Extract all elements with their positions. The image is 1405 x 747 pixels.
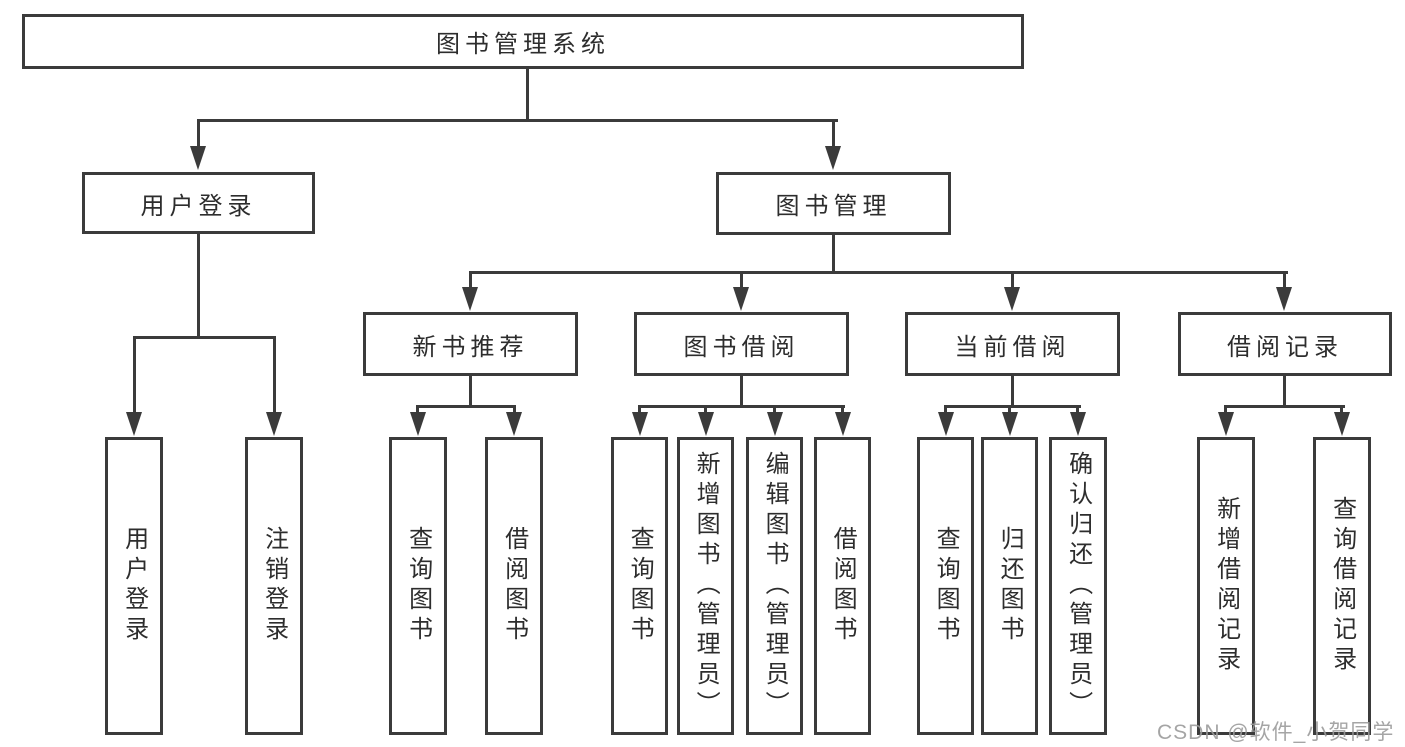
connector-line [1076,405,1079,415]
connector-line [1224,405,1227,415]
arrow-down-icon [126,412,142,436]
connector-line [1008,405,1011,415]
leaf-return-books-label: 归还图书 [996,526,1024,646]
connector-line [638,405,641,415]
connector-line [704,405,707,415]
arrow-down-icon [835,412,851,436]
node-book-borrow-label: 图书借阅 [683,333,800,361]
arrow-down-icon [698,412,714,436]
node-current-borrow-label: 当前借阅 [954,333,1071,361]
connector-line [1224,405,1345,408]
node-book-management: 图书管理 [716,172,951,235]
leaf-current-query-books: 查询图书 [917,437,974,735]
leaf-newbooks-borrow-books: 借阅图书 [485,437,543,735]
node-root-label: 图书管理系统 [436,31,610,58]
arrow-down-icon [1334,412,1350,436]
connector-line [740,376,743,408]
leaf-borrow-books-label: 借阅图书 [829,526,857,646]
connector-line [469,271,1288,274]
arrow-down-icon [506,412,522,436]
leaf-logout-label: 注销登录 [260,526,288,646]
connector-line [740,271,743,289]
connector-line [133,336,136,414]
node-book-borrow: 图书借阅 [634,312,849,376]
arrow-down-icon [767,412,783,436]
node-new-book-recommend-label: 新书推荐 [412,333,529,361]
leaf-edit-books-admin-label: 编辑图书（管理员） [761,451,789,721]
connector-line [1283,376,1286,408]
connector-line [416,405,419,415]
leaf-confirm-return-admin: 确认归还（管理员） [1049,437,1107,735]
leaf-user-login: 用户登录 [105,437,163,735]
leaf-newbooks-borrow-books-label: 借阅图书 [500,526,528,646]
leaf-borrow-books: 借阅图书 [814,437,871,735]
node-current-borrow: 当前借阅 [905,312,1120,376]
leaf-return-books: 归还图书 [981,437,1038,735]
leaf-user-login-label: 用户登录 [120,526,148,646]
connector-line [1340,405,1343,415]
leaf-confirm-return-admin-label: 确认归还（管理员） [1064,451,1092,721]
connector-line [526,69,529,122]
connector-line [197,119,200,149]
arrow-down-icon [1276,287,1292,311]
leaf-borrow-query-books-label: 查询图书 [626,526,654,646]
leaf-current-query-books-label: 查询图书 [932,526,960,646]
arrow-down-icon [733,287,749,311]
arrow-down-icon [1002,412,1018,436]
connector-line [197,119,838,122]
leaf-add-borrow-record-label: 新增借阅记录 [1212,496,1240,676]
arrow-down-icon [1004,287,1020,311]
connector-line [469,376,472,408]
arrow-down-icon [266,412,282,436]
connector-line [513,405,516,415]
leaf-edit-books-admin: 编辑图书（管理员） [746,437,803,735]
arrow-down-icon [825,146,841,170]
connector-line [1283,271,1286,289]
leaf-logout: 注销登录 [245,437,303,735]
arrow-down-icon [410,412,426,436]
leaf-newbooks-query-books: 查询图书 [389,437,447,735]
leaf-add-books-admin: 新增图书（管理员） [677,437,734,735]
leaf-query-borrow-record: 查询借阅记录 [1313,437,1371,735]
connector-line [416,405,516,408]
leaf-newbooks-query-books-label: 查询图书 [404,526,432,646]
connector-line [197,234,200,339]
arrow-down-icon [1070,412,1086,436]
connector-line [638,405,845,408]
node-book-management-label: 图书管理 [775,193,892,220]
connector-line [832,235,835,274]
connector-line [773,405,776,415]
connector-line [469,271,472,289]
connector-line [1011,376,1014,408]
leaf-borrow-query-books: 查询图书 [611,437,668,735]
leaf-add-borrow-record: 新增借阅记录 [1197,437,1255,735]
arrow-down-icon [190,146,206,170]
connector-line [1011,271,1014,289]
connector-line [832,119,835,149]
leaf-query-borrow-record-label: 查询借阅记录 [1328,496,1356,676]
csdn-watermark: CSDN @软件_小贺同学 [1157,721,1395,744]
node-new-book-recommend: 新书推荐 [363,312,578,376]
arrow-down-icon [1218,412,1234,436]
connector-line [841,405,844,415]
connector-line [273,336,276,414]
arrow-down-icon [462,287,478,311]
arrow-down-icon [632,412,648,436]
arrow-down-icon [938,412,954,436]
node-user-login: 用户登录 [82,172,315,234]
node-user-login-label: 用户登录 [140,192,257,220]
leaf-add-books-admin-label: 新增图书（管理员） [692,451,720,721]
node-borrow-records-label: 借阅记录 [1227,333,1343,361]
node-root: 图书管理系统 [22,14,1024,69]
node-borrow-records: 借阅记录 [1178,312,1392,376]
connector-line [133,336,276,339]
connector-line [944,405,947,415]
connector-line [944,405,1081,408]
